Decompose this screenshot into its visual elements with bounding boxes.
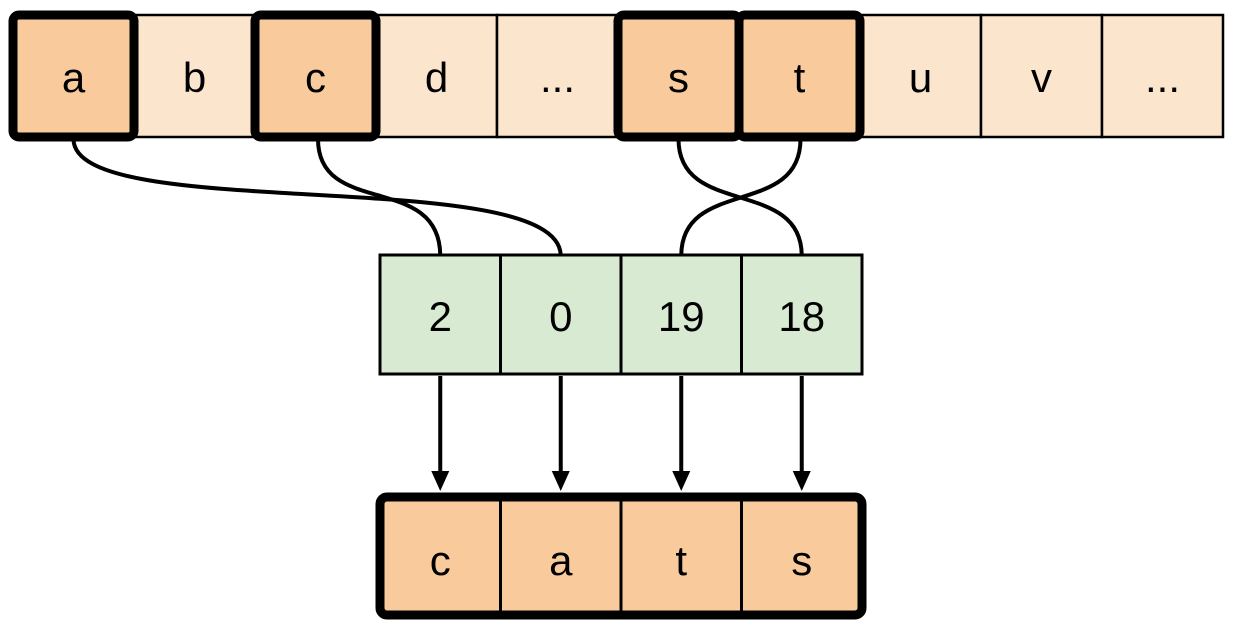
index-value-18: 18: [778, 293, 825, 340]
alphabet-cell-t-highlighted: [734, 10, 865, 142]
alphabet-label-v: v: [1031, 54, 1052, 101]
alphabet-label-b: b: [183, 54, 206, 101]
alphabet-cell-v: [979, 13, 1104, 139]
alphabet-cell-ellipsis-1: [495, 13, 620, 139]
alphabet-label-a: a: [62, 54, 86, 101]
connector-c-to-2: [316, 138, 443, 257]
index-cell-18: [740, 253, 864, 376]
index-value-19: 19: [658, 293, 705, 340]
index-to-output-arrows: [431, 376, 811, 491]
index-value-0: 0: [549, 293, 572, 340]
output-letter-c: c: [430, 537, 451, 584]
output-letter-a: a: [549, 537, 573, 584]
index-array: 2 0 19 18: [378, 253, 864, 376]
alphabet-label-ellipsis-2: ...: [1145, 54, 1180, 101]
alphabet-cell-ellipsis-2: [1100, 13, 1225, 139]
index-cell-0: [499, 253, 623, 376]
alphabet-label-c: c: [305, 54, 326, 101]
arrow-head-3: [672, 471, 691, 491]
alphabet-cell-a-highlighted: [8, 10, 139, 142]
index-value-2: 2: [429, 293, 452, 340]
alphabet-label-t: t: [794, 54, 806, 101]
alphabet-label-s: s: [668, 54, 689, 101]
letter-to-index-connectors: [71, 138, 804, 257]
alphabet-array: a b c d ... s t u v ...: [8, 10, 1225, 142]
alphabet-label-d: d: [425, 54, 448, 101]
alphabet-cell-d: [374, 13, 499, 139]
connector-t-to-19: [679, 138, 803, 257]
arrow-head-4: [792, 471, 811, 491]
connector-a-to-0: [71, 138, 563, 257]
alphabet-cell-b: [132, 13, 257, 139]
arrow-head-1: [431, 471, 450, 491]
alphabet-cell-c-highlighted: [250, 10, 381, 142]
arrow-head-2: [551, 471, 570, 491]
output-letter-t: t: [675, 537, 687, 584]
index-cell-2: [378, 253, 502, 376]
alphabet-label-ellipsis-1: ...: [540, 54, 575, 101]
alphabet-label-u: u: [909, 54, 932, 101]
output-array: c a t s: [375, 492, 867, 620]
output-letter-s: s: [791, 537, 812, 584]
